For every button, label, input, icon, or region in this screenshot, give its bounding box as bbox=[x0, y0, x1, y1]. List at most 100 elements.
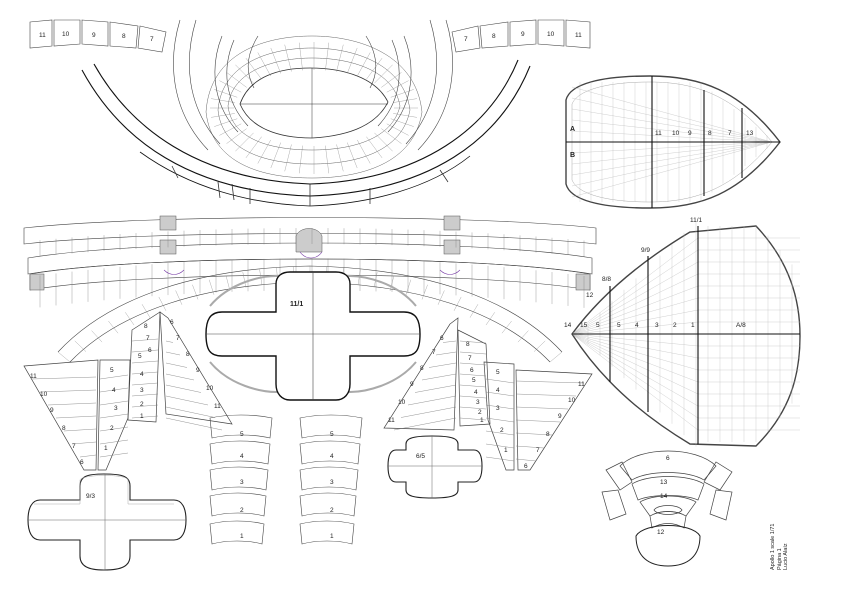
credit-line: Apollo 1 scale 1/71 bbox=[770, 523, 776, 570]
top-view-labels: A B 11 10 9 8 7 13 bbox=[570, 126, 754, 159]
fan-line bbox=[71, 441, 97, 445]
grid-line bbox=[571, 333, 699, 383]
oval-tick bbox=[357, 139, 371, 164]
top-view-label: 7 bbox=[728, 130, 732, 137]
fan-line bbox=[428, 362, 457, 368]
left-fan-c bbox=[127, 311, 161, 423]
oval-tick bbox=[336, 44, 344, 72]
fan-label: 9 bbox=[410, 381, 414, 388]
fan-line bbox=[165, 417, 223, 431]
oval-tick bbox=[347, 47, 358, 74]
grid-line bbox=[571, 333, 699, 419]
fan-line bbox=[515, 432, 553, 436]
cross-small-left-label: 9/3 bbox=[86, 493, 95, 500]
fan-line bbox=[393, 417, 457, 431]
fan-label: 10 bbox=[206, 385, 214, 392]
fan-label: 5 bbox=[110, 367, 114, 374]
fan-line bbox=[485, 456, 515, 462]
fan-label: 2 bbox=[500, 427, 504, 434]
oval-tick bbox=[245, 136, 262, 158]
oval-tick bbox=[226, 72, 247, 88]
fan-line bbox=[459, 395, 487, 399]
fan-line bbox=[414, 384, 457, 393]
oval-tick bbox=[235, 132, 254, 152]
large-band-ticks bbox=[171, 165, 449, 206]
fan-line bbox=[131, 360, 159, 364]
grid-line bbox=[571, 141, 773, 165]
oval-tick bbox=[357, 52, 371, 77]
fan-line bbox=[99, 426, 129, 432]
fan-line bbox=[515, 445, 545, 449]
arc-tick bbox=[485, 312, 495, 326]
cap-label: 6 bbox=[666, 455, 670, 462]
cap-assembly bbox=[601, 450, 733, 567]
small-cross-left: 9/3 bbox=[27, 473, 187, 571]
large-curved-band bbox=[81, 59, 531, 207]
fan-label: 11 bbox=[30, 373, 37, 380]
fan-label: 2 bbox=[478, 409, 482, 416]
right-fan-b bbox=[457, 329, 491, 427]
arc-tick bbox=[175, 290, 183, 305]
arc-tick bbox=[405, 279, 411, 295]
fan-line bbox=[421, 373, 457, 381]
cap-label: 12 bbox=[657, 529, 665, 536]
fan-line bbox=[131, 349, 159, 353]
right-fan-d bbox=[515, 369, 593, 471]
arc-tick bbox=[453, 296, 462, 311]
grid-line bbox=[571, 333, 699, 359]
arc-tick bbox=[437, 290, 445, 305]
grid-line bbox=[571, 297, 699, 335]
side-view-label: 3 bbox=[655, 322, 659, 329]
small-cross-right: 6/5 bbox=[387, 435, 483, 499]
strip-label: 9 bbox=[521, 31, 525, 38]
fan-label: 3 bbox=[496, 405, 500, 412]
fan-label: 6 bbox=[170, 319, 174, 326]
fan-line bbox=[165, 362, 188, 368]
fan-label: 9 bbox=[558, 413, 562, 420]
oval-tick bbox=[347, 142, 358, 169]
grid-line bbox=[571, 333, 699, 431]
arc-tick bbox=[533, 340, 546, 352]
fan-label: 5 bbox=[472, 377, 476, 384]
oval-tick bbox=[214, 118, 238, 127]
oval-tick bbox=[366, 136, 383, 158]
fan-line bbox=[63, 428, 97, 432]
fan-label: 10 bbox=[568, 397, 576, 404]
segment-label: 1 bbox=[330, 533, 334, 540]
fan-label: 4 bbox=[496, 387, 500, 394]
fan-label: 11 bbox=[388, 417, 395, 424]
strip-label: 8 bbox=[492, 33, 496, 40]
arc-tick bbox=[389, 275, 395, 291]
sheet-credits: Apollo 1 scale 1/71 Página 1 Lucio Alaíz bbox=[770, 524, 790, 570]
fan-line bbox=[99, 387, 129, 393]
oval-tick bbox=[211, 113, 235, 118]
segment bbox=[209, 492, 267, 517]
fan-label: 6 bbox=[470, 367, 474, 374]
arc-tick bbox=[225, 275, 231, 291]
fan-label: 4 bbox=[140, 371, 144, 378]
side-view-label: A/8 bbox=[736, 322, 746, 329]
fan-line bbox=[485, 404, 515, 410]
fan-line bbox=[131, 382, 159, 386]
grid-line bbox=[571, 333, 699, 371]
oval-tick bbox=[390, 89, 414, 98]
cap-labels: 6 13 14 12 bbox=[657, 455, 670, 536]
fan-label: 2 bbox=[140, 401, 144, 408]
fan-line bbox=[131, 393, 159, 397]
upper-arc-bands bbox=[173, 19, 453, 151]
grid-line bbox=[571, 261, 699, 335]
side-view-labels: 11/1 9/9 8/8 12 14 15 5 5 4 3 2 1 A/8 bbox=[564, 217, 746, 329]
left-fan-d bbox=[159, 311, 233, 425]
side-view-label: 2 bbox=[673, 322, 677, 329]
arc-tick bbox=[501, 320, 512, 334]
oval-tick bbox=[374, 132, 393, 152]
side-view-label: 14 bbox=[564, 322, 572, 329]
side-view-label: 15 bbox=[580, 322, 588, 329]
side-view-label: 9/9 bbox=[641, 247, 650, 254]
credit-line: Lucio Alaíz bbox=[783, 543, 789, 570]
fan-line bbox=[99, 374, 129, 380]
grid-line bbox=[571, 237, 699, 335]
fan-line bbox=[165, 384, 202, 393]
segment-label: 3 bbox=[330, 479, 334, 486]
strip-label: 10 bbox=[62, 31, 70, 38]
